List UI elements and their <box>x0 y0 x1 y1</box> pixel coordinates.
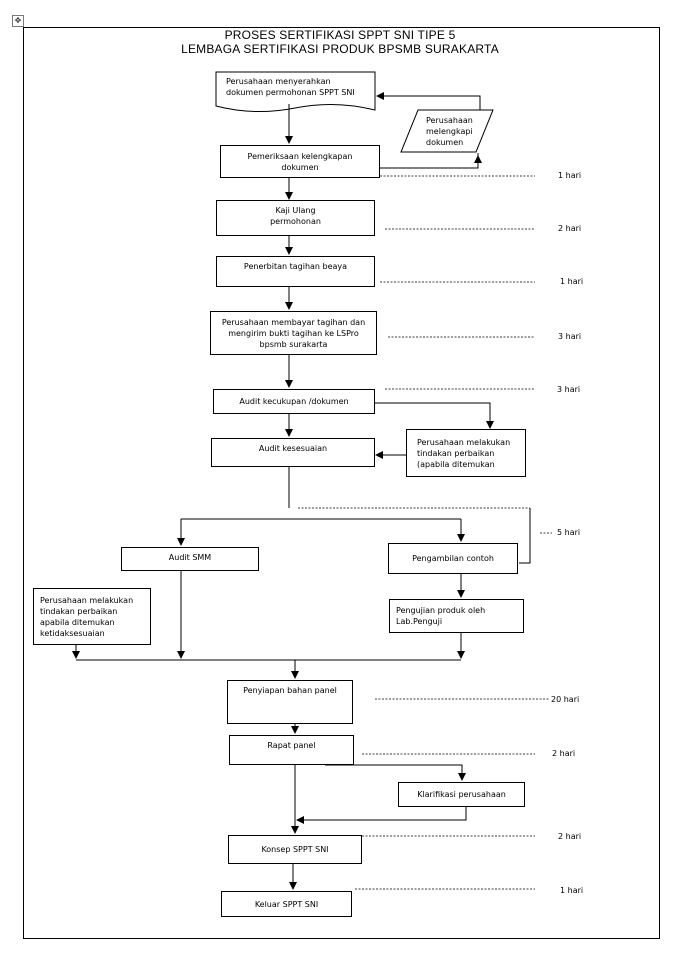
step-review-application: Kaji Ulang permohonan <box>216 200 375 236</box>
step-sppt-issued: Keluar SPPT SNI <box>221 891 352 917</box>
step-audit-smm: Audit SMM <box>121 547 259 571</box>
step-corrective-action-2: Perusahaan melakukan tindakan perbaikan … <box>33 588 151 645</box>
move-handle-icon[interactable]: ✥ <box>12 15 24 27</box>
duration-label: 2 hari <box>558 832 582 841</box>
document-shape <box>215 71 376 113</box>
step-corrective-action-1: Perusahaan melakukan tindakan perbaikan … <box>406 429 526 477</box>
flowchart-frame <box>23 27 660 939</box>
duration-label: 2 hari <box>552 749 576 758</box>
step-submit-documents: Perusahaan menyerahkan dokumen permohona… <box>226 77 355 97</box>
title-line-2: LEMBAGA SERTIFIKASI PRODUK BPSMB SURAKAR… <box>181 42 499 56</box>
step-invoice: Penerbitan tagihan beaya <box>216 256 375 287</box>
step-check-documents: Pemeriksaan kelengkapan dokumen <box>220 145 380 178</box>
duration-label: 5 hari <box>557 528 581 537</box>
step-sppt-draft: Konsep SPPT SNI <box>228 835 362 864</box>
step-company-clarification: Klarifikasi perusahaan <box>398 782 525 807</box>
duration-label: 1 hari <box>560 886 584 895</box>
step-payment: Perusahaan membayar tagihan dan mengirim… <box>210 311 377 355</box>
step-sampling: Pengambilan contoh <box>388 543 518 574</box>
step-audit-documents: Audit kecukupan /dokumen <box>213 389 375 414</box>
parallelogram-shape <box>400 109 494 153</box>
duration-label: 2 hari <box>558 224 582 233</box>
duration-label: 20 hari <box>551 695 580 704</box>
duration-label: 3 hari <box>557 385 581 394</box>
step-product-testing: Pengujian produk oleh Lab.Penguji <box>389 599 524 633</box>
step-complete-documents: Perusahaan melengkapi dokumen <box>426 116 473 147</box>
duration-label: 3 hari <box>558 332 582 341</box>
duration-label: 1 hari <box>558 171 582 180</box>
duration-label: 1 hari <box>560 277 584 286</box>
step-audit-conformity: Audit kesesuaian <box>211 438 375 467</box>
step-panel-meeting: Rapat panel <box>229 735 354 765</box>
title-line-1: PROSES SERTIFIKASI SPPT SNI TIPE 5 <box>224 28 456 42</box>
step-panel-preparation: Penyiapan bahan panel <box>227 680 353 724</box>
